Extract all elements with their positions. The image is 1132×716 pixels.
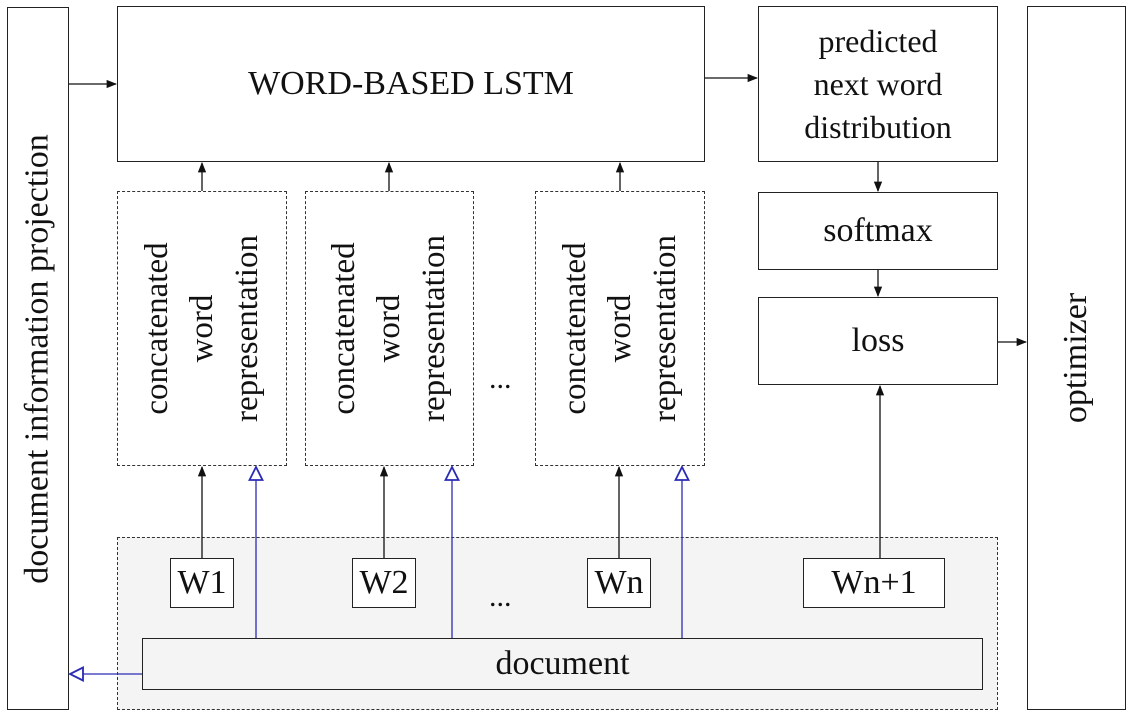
representation-1-line-1: concatenated: [138, 242, 175, 415]
word-wn-plus-1-label: Wn+1: [831, 564, 917, 601]
representation-box-2: concatenated word representation: [305, 191, 474, 466]
representation-n-line-2: word: [601, 294, 638, 363]
prediction-line-2: next word: [813, 65, 943, 102]
prediction-line-3: distribution: [804, 108, 952, 145]
prediction-box: predicted next word distribution: [758, 6, 998, 162]
word-w1: W1: [170, 558, 234, 608]
representation-2-line-1: concatenated: [326, 242, 363, 415]
representation-ellipsis: ...: [489, 362, 512, 395]
representation-1-line-2: word: [183, 294, 220, 363]
document-box: document: [142, 638, 983, 690]
representation-1-line-3: representation: [228, 235, 265, 422]
word-w2: W2: [352, 558, 416, 608]
word-ellipsis: ...: [489, 580, 512, 613]
word-wn-label: Wn: [594, 564, 644, 601]
document-projection-label: document information projection: [19, 133, 56, 584]
word-wn-plus-1: Wn+1: [803, 558, 945, 608]
lstm-box: WORD-BASED LSTM: [117, 6, 705, 162]
prediction-line-1: predicted: [818, 22, 938, 59]
optimizer-label: optimizer: [1057, 292, 1095, 424]
loss-label: loss: [851, 322, 905, 359]
representation-n-line-1: concatenated: [556, 242, 593, 415]
softmax-box: softmax: [758, 192, 998, 270]
softmax-label: softmax: [823, 212, 933, 249]
word-wn: Wn: [587, 558, 651, 608]
representation-2-line-2: word: [371, 294, 408, 363]
optimizer-panel: optimizer: [1027, 6, 1126, 710]
document-projection-panel: document information projection: [7, 7, 69, 710]
lstm-label: WORD-BASED LSTM: [248, 65, 574, 102]
representation-n-line-3: representation: [646, 235, 683, 422]
loss-box: loss: [758, 297, 998, 385]
representation-box-1: concatenated word representation: [117, 191, 287, 466]
word-w1-label: W1: [177, 564, 227, 601]
document-label: document: [495, 645, 630, 682]
representation-2-line-3: representation: [416, 235, 453, 422]
representation-box-n: concatenated word representation: [535, 191, 705, 466]
word-w2-label: W2: [359, 564, 409, 601]
